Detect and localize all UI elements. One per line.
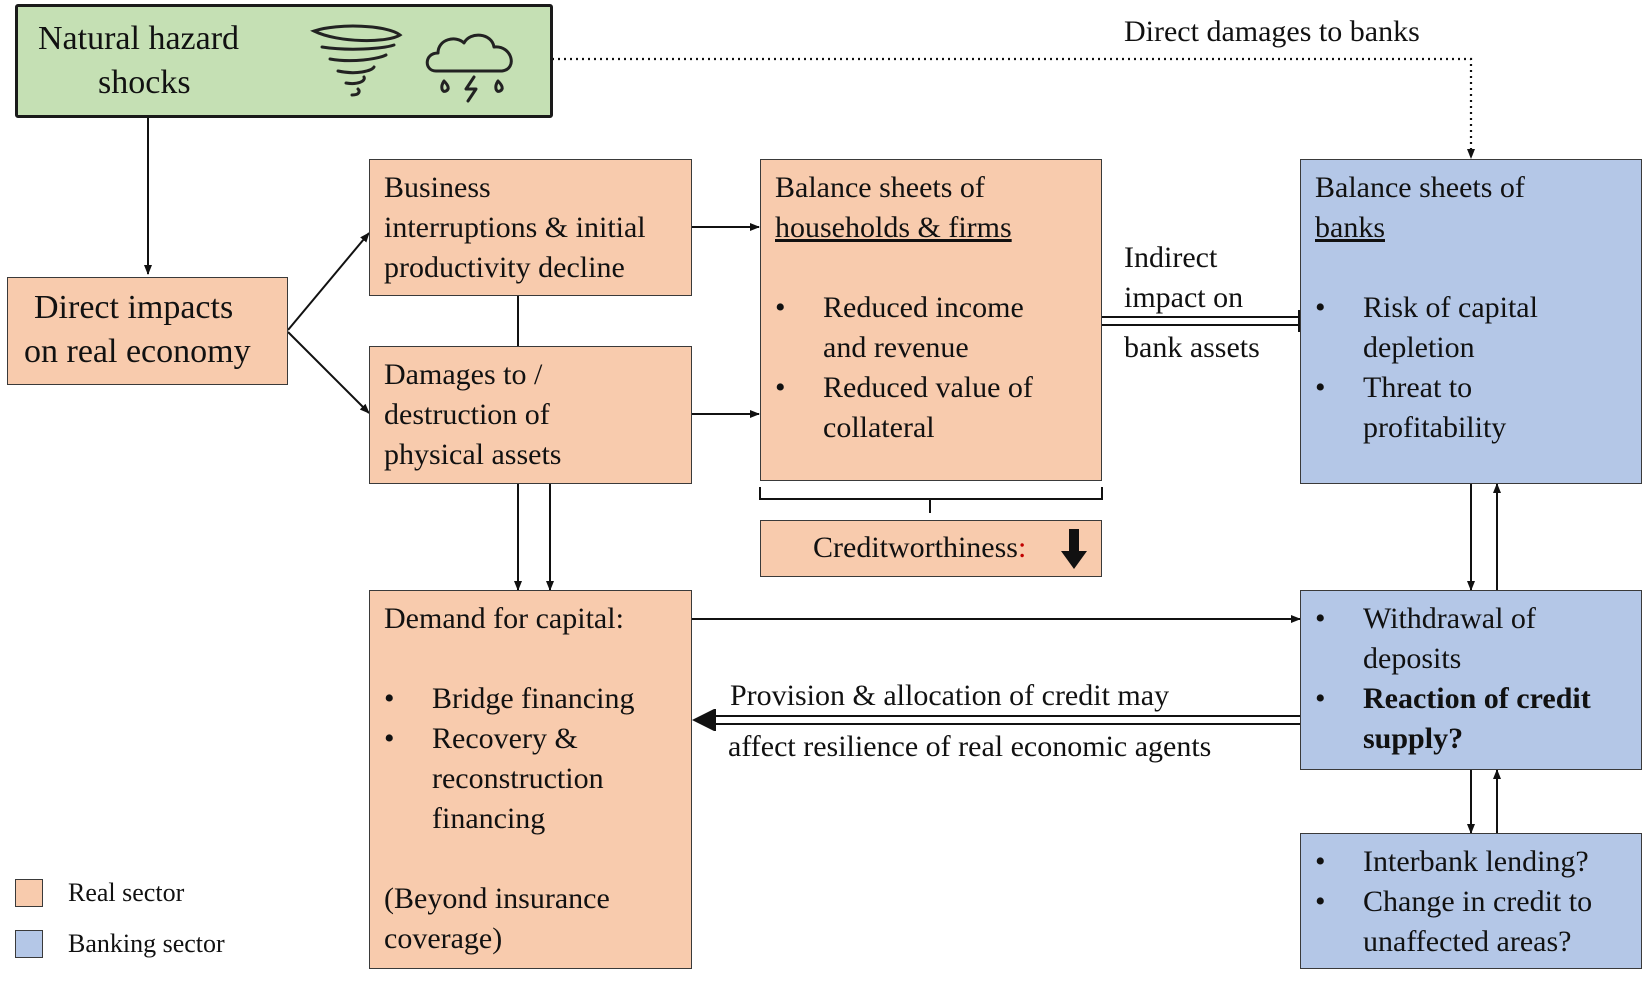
banks-bullet2-line1: Threat to — [1363, 371, 1473, 404]
direct-damages-label: Direct damages to banks — [1124, 15, 1420, 48]
bullet-dot: • — [1315, 291, 1326, 324]
hazard-title-line2: shocks — [98, 64, 191, 101]
damages-line1: Damages to / — [384, 358, 543, 391]
households-firms-box: Balance sheets of households & firms • R… — [760, 159, 1102, 481]
demand-for-capital-box: Demand for capital: • Bridge financing •… — [369, 590, 692, 969]
interbank-line1: Interbank lending? — [1363, 845, 1589, 878]
banks-bullet1-line1: Risk of capital — [1363, 291, 1538, 324]
indirect-line2: impact on — [1124, 281, 1244, 314]
demand-note-line2: coverage) — [384, 922, 503, 955]
indirect-line1: Indirect — [1124, 241, 1218, 274]
hh-bullet1-line1: Reduced income — [823, 291, 1024, 324]
tornado-icon — [310, 24, 403, 97]
legend-real-swatch — [15, 879, 43, 907]
creditworthiness-colon: : — [1017, 531, 1027, 564]
direct-impacts-line1: Direct impacts — [34, 289, 234, 326]
bullet-dot: • — [775, 291, 786, 324]
hh-title-line1: Balance sheets of — [775, 171, 985, 204]
credit-supply-box: • Withdrawal of deposits • Reaction of c… — [1300, 590, 1642, 770]
hazard-title-line1: Natural hazard — [38, 20, 240, 57]
bullet-dot: • — [1315, 885, 1326, 918]
hh-bullet2-line1: Reduced value of — [823, 371, 1033, 404]
withdrawal-line2: deposits — [1363, 642, 1462, 675]
demand-title: Demand for capital: — [384, 602, 624, 635]
business-line3: productivity decline — [384, 251, 625, 284]
interbank-box: • Interbank lending? • Change in credit … — [1300, 833, 1642, 969]
business-line1: Business — [384, 171, 491, 204]
business-interruptions-box: Business interruptions & initial product… — [369, 159, 692, 296]
banks-bullet1-line2: depletion — [1363, 331, 1475, 364]
indirect-line3: bank assets — [1124, 331, 1260, 364]
bullet-dot: • — [1315, 845, 1326, 878]
banks-balance-box: Balance sheets of banks • Risk of capita… — [1300, 159, 1642, 484]
storm-cloud-icon — [425, 33, 513, 103]
legend-bank-label: Banking sector — [68, 929, 225, 958]
direct-impacts-line2: on real economy — [24, 333, 251, 370]
banks-title-line1: Balance sheets of — [1315, 171, 1525, 204]
natural-hazard-box: Natural hazard shocks — [15, 4, 553, 118]
bullet-dot: • — [775, 371, 786, 404]
creditworthiness-label: Creditworthiness: — [813, 531, 1027, 564]
legend-bank-swatch — [15, 930, 43, 958]
legend-real-label: Real sector — [68, 878, 185, 907]
bullet-dot: • — [1315, 682, 1326, 715]
bullet-dot: • — [384, 682, 395, 715]
interbank-line3: unaffected areas? — [1363, 925, 1572, 958]
banks-bullet2-line2: profitability — [1363, 411, 1507, 444]
damages-line2: destruction of — [384, 398, 550, 431]
business-line2: interruptions & initial — [384, 211, 646, 244]
demand-bullet2-line1: Recovery & — [432, 722, 578, 755]
reaction-line1: Reaction of credit — [1363, 682, 1591, 715]
demand-bullet2-line3: financing — [432, 802, 546, 835]
hh-title-line2: households & firms — [775, 211, 1012, 244]
withdrawal-line1: Withdrawal of — [1363, 602, 1536, 635]
provision-line1: Provision & allocation of credit may — [730, 679, 1170, 712]
down-arrow-icon — [1061, 529, 1087, 569]
hh-bullet1-line2: and revenue — [823, 331, 969, 364]
damages-line3: physical assets — [384, 438, 562, 471]
provision-line2: affect resilience of real economic agent… — [728, 730, 1212, 763]
direct-impacts-box: Direct impacts on real economy — [7, 277, 288, 385]
bullet-dot: • — [1315, 602, 1326, 635]
demand-note-line1: (Beyond insurance — [384, 882, 610, 915]
hh-bullet2-line2: collateral — [823, 411, 935, 444]
physical-damages-box: Damages to / destruction of physical ass… — [369, 346, 692, 484]
bullet-dot: • — [1315, 371, 1326, 404]
bullet-dot: • — [384, 722, 395, 755]
creditworthiness-box: Creditworthiness: — [760, 520, 1102, 577]
banks-title-line2: banks — [1315, 211, 1385, 244]
demand-bullet1: Bridge financing — [432, 682, 635, 715]
reaction-line2: supply? — [1363, 722, 1464, 755]
interbank-line2: Change in credit to — [1363, 885, 1593, 918]
demand-bullet2-line2: reconstruction — [432, 762, 604, 795]
